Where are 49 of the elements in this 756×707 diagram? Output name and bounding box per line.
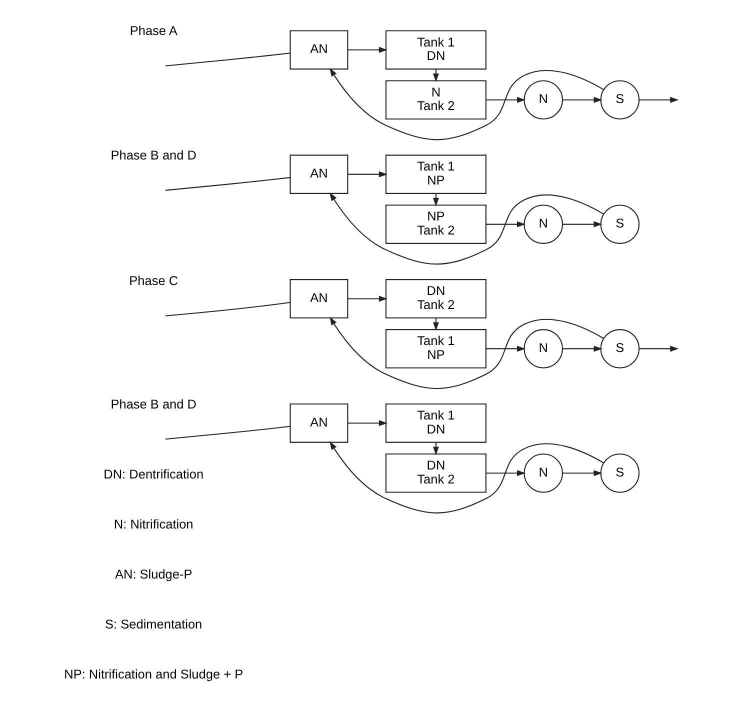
connector xyxy=(165,302,290,316)
node-circle: S xyxy=(600,453,640,493)
connector xyxy=(165,426,290,440)
node-box: Tank 1 DN xyxy=(385,403,486,443)
label: AN: Sludge-P xyxy=(114,566,192,582)
node-box: NP Tank 2 xyxy=(385,204,486,244)
arrow xyxy=(348,420,388,426)
arrow xyxy=(639,346,679,352)
node-circle: N xyxy=(524,329,564,368)
label: Phase B and D xyxy=(110,148,196,163)
arrow xyxy=(562,221,602,228)
label: Phase B and D xyxy=(110,396,196,412)
arrow xyxy=(330,316,604,389)
arrow xyxy=(348,171,388,178)
node-box: AN xyxy=(290,279,348,318)
arrow xyxy=(486,96,526,103)
label: S: Sedimentation xyxy=(105,616,202,632)
node-circle: S xyxy=(600,80,640,120)
node-box: DN Tank 2 xyxy=(385,453,486,493)
node-box: Tank 1 NP xyxy=(385,154,486,194)
arrow xyxy=(486,346,526,352)
connector xyxy=(165,177,290,191)
arrow xyxy=(348,46,388,53)
label: Phase A xyxy=(130,23,178,38)
node-box: AN xyxy=(290,403,348,443)
arrow xyxy=(562,96,602,103)
node-box: AN xyxy=(290,30,348,70)
arrow xyxy=(432,318,439,331)
node-box: Tank 1 DN xyxy=(385,30,486,70)
node-box: Tank 1 NP xyxy=(385,329,486,368)
node-box: N Tank 2 xyxy=(385,80,486,120)
node-circle: S xyxy=(600,329,640,368)
label: NP: Nitrification and Sludge + P xyxy=(64,666,244,682)
label: DN: Dentrification xyxy=(104,466,204,482)
node-circle: N xyxy=(524,80,564,120)
node-box: DN Tank 2 xyxy=(385,279,486,318)
arrow xyxy=(639,96,679,103)
node-circle: S xyxy=(600,204,640,244)
arrow xyxy=(562,470,602,476)
node-box: AN xyxy=(290,154,348,194)
arrow xyxy=(348,296,388,302)
node-circle: N xyxy=(524,204,564,244)
label: N: Nitrification xyxy=(114,516,194,532)
arrow xyxy=(486,470,526,476)
node-circle: N xyxy=(524,453,564,493)
arrow xyxy=(562,346,602,352)
arrow xyxy=(486,221,526,228)
connector xyxy=(165,52,290,66)
label: Phase C xyxy=(129,273,178,288)
